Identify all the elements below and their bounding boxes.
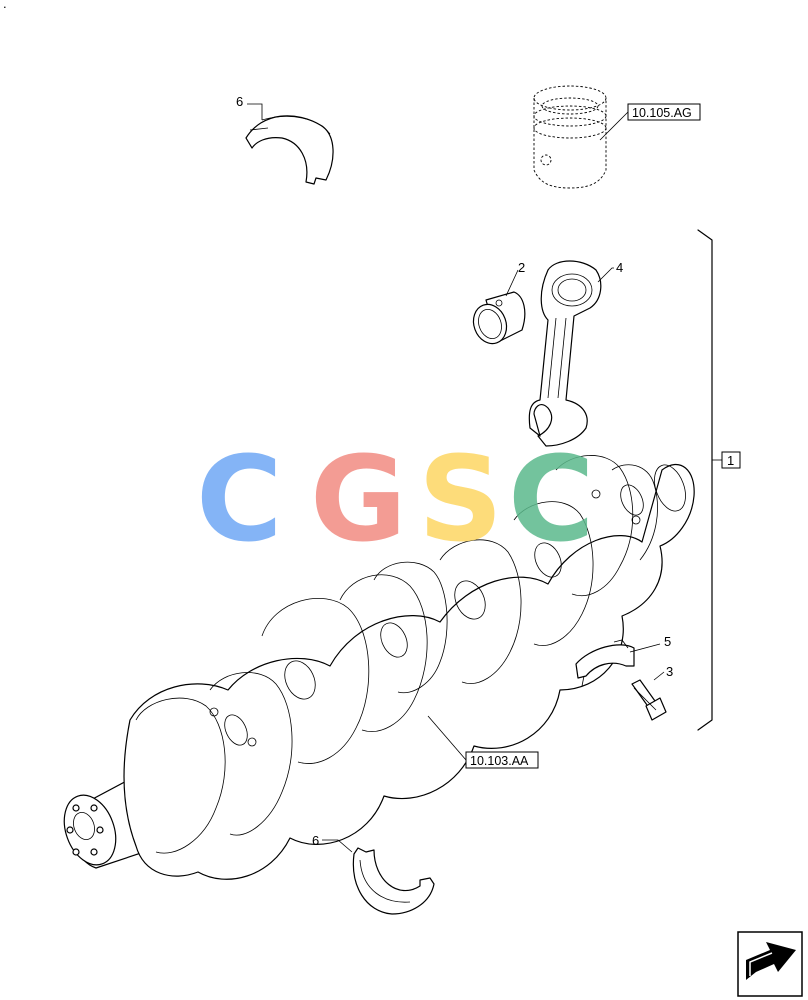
upper-bearing-shell[interactable] [245,115,334,185]
callout-5: 5 [664,634,671,649]
connecting-rod[interactable] [528,260,602,447]
lower-bearing-shell[interactable] [352,847,435,915]
assembly-bracket [697,229,722,731]
conrod-bolt[interactable] [631,679,667,721]
small-bearing-shell[interactable] [575,639,635,687]
callout-1: 1 [727,453,734,468]
callout-3: 3 [666,664,673,679]
callout-6-top: 6 [236,94,243,109]
watermark-letter-1: C [196,430,283,568]
callout-2: 2 [518,260,525,275]
ref-box-piston[interactable]: 10.105.AG [627,103,701,121]
callout-4: 4 [616,260,623,275]
ref-box-crankshaft[interactable]: 10.103.AA [465,751,539,769]
callout-6-bottom: 6 [312,833,319,848]
crankshaft[interactable] [55,455,695,880]
piston-pin-bushing[interactable] [468,291,526,348]
watermark-letter-2: G [310,430,407,568]
watermark: C G S C [196,430,595,568]
forward-arrow-icon[interactable] [737,931,803,997]
corner-mark: . [3,0,7,11]
ref-10-105-ag: 10.105.AG [632,106,692,120]
watermark-letter-3: S [418,430,503,568]
piston-phantom[interactable] [533,85,607,189]
watermark-letter-4: C [508,430,595,568]
ref-10-103-aa: 10.103.AA [470,754,529,768]
callout-box-1[interactable]: 1 [721,451,741,469]
